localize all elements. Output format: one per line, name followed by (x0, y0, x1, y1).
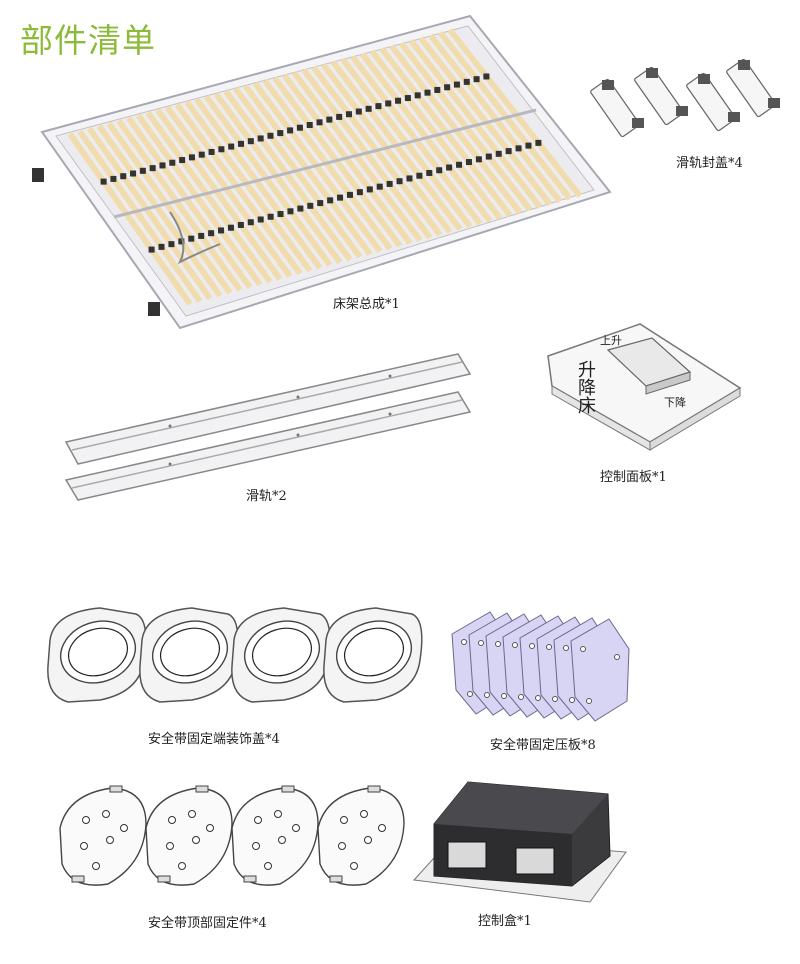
panel-text-down: 下降 (664, 396, 686, 409)
rail-illustration (64, 353, 472, 501)
panel-text-side: 升降床 (575, 360, 596, 414)
page-title: 部件清单 (20, 21, 156, 60)
control-panel-illustration (547, 323, 742, 451)
belt-top-mount-label: 安全带顶部固定件*4 (148, 916, 267, 931)
rail-cover-illustration (590, 58, 780, 138)
rail-label: 滑轨*2 (246, 489, 287, 504)
control-box-illustration (412, 781, 627, 903)
belt-press-plate-label: 安全带固定压板*8 (490, 738, 596, 753)
belt-top-mount-illustration (59, 785, 405, 886)
control-panel-label: 控制面板*1 (600, 470, 667, 485)
belt-end-cover-label: 安全带固定端装饰盖*4 (148, 732, 280, 747)
bed-frame-label: 床架总成*1 (333, 297, 400, 312)
bed-frame-illustration (32, 14, 612, 330)
panel-text-up: 上升 (600, 334, 622, 347)
rail-cover-label: 滑轨封盖*4 (676, 156, 743, 171)
belt-press-plate-illustration (451, 611, 630, 722)
control-box-label: 控制盒*1 (478, 914, 532, 929)
belt-end-cover-illustration (47, 607, 423, 703)
